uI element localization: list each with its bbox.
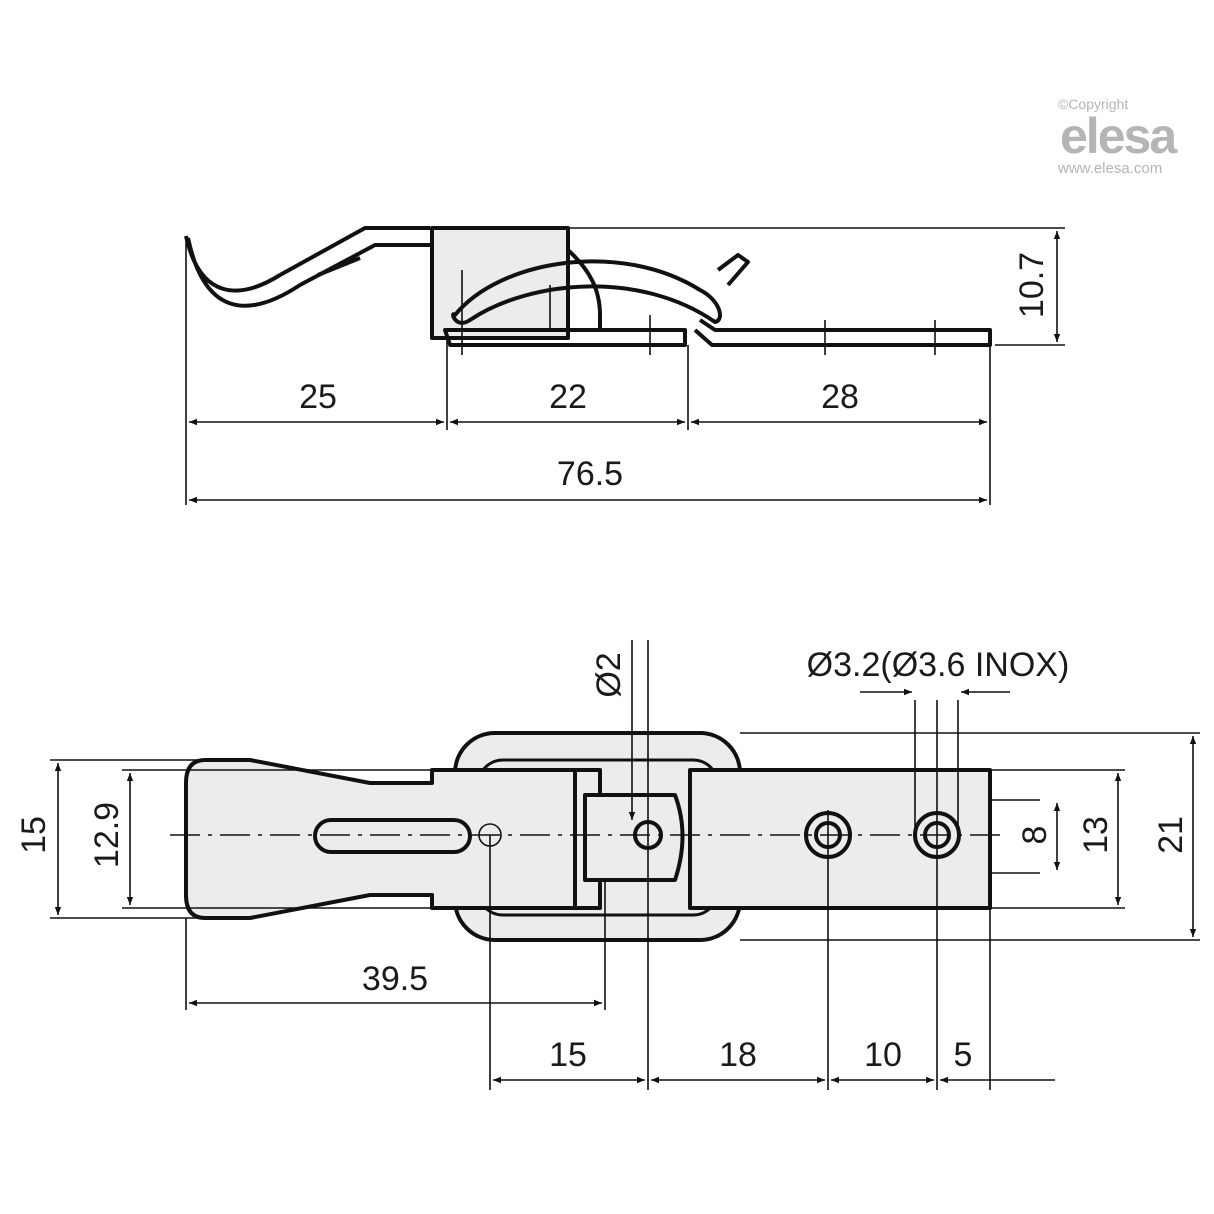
- top-view: 15 12.9 39.5 15 18 10 5 8 13 21 Ø2 Ø3.2(…: [15, 640, 1200, 1090]
- dim-22: 22: [549, 378, 587, 416]
- dim-5: 5: [954, 1036, 973, 1074]
- elesa-watermark: ©Copyright elesa www.elesa.com: [1058, 96, 1177, 177]
- brand-logo: elesa: [1060, 108, 1177, 164]
- dim-13: 13: [1077, 816, 1115, 854]
- dim-15: 15: [549, 1036, 587, 1074]
- dim-28: 28: [821, 378, 859, 416]
- dim-total-length: 76.5: [557, 455, 623, 493]
- copyright-text: ©Copyright: [1058, 96, 1129, 112]
- dim-25: 25: [299, 378, 337, 416]
- dim-8: 8: [1016, 826, 1054, 845]
- dim-height: 10.7: [1013, 252, 1051, 318]
- dim-hole-small: Ø2: [590, 652, 628, 697]
- dim-12-9: 12.9: [88, 802, 126, 868]
- dim-10: 10: [864, 1036, 902, 1074]
- dim-15-height: 15: [15, 816, 53, 854]
- dim-21: 21: [1152, 816, 1190, 854]
- brand-url: www.elesa.com: [1058, 160, 1163, 177]
- side-view: 25 22 28 76.5 10.7: [184, 226, 1065, 505]
- dim-39-5: 39.5: [362, 960, 428, 998]
- dim-18: 18: [719, 1036, 757, 1074]
- dim-hole-mount: Ø3.2(Ø3.6 INOX): [807, 646, 1070, 684]
